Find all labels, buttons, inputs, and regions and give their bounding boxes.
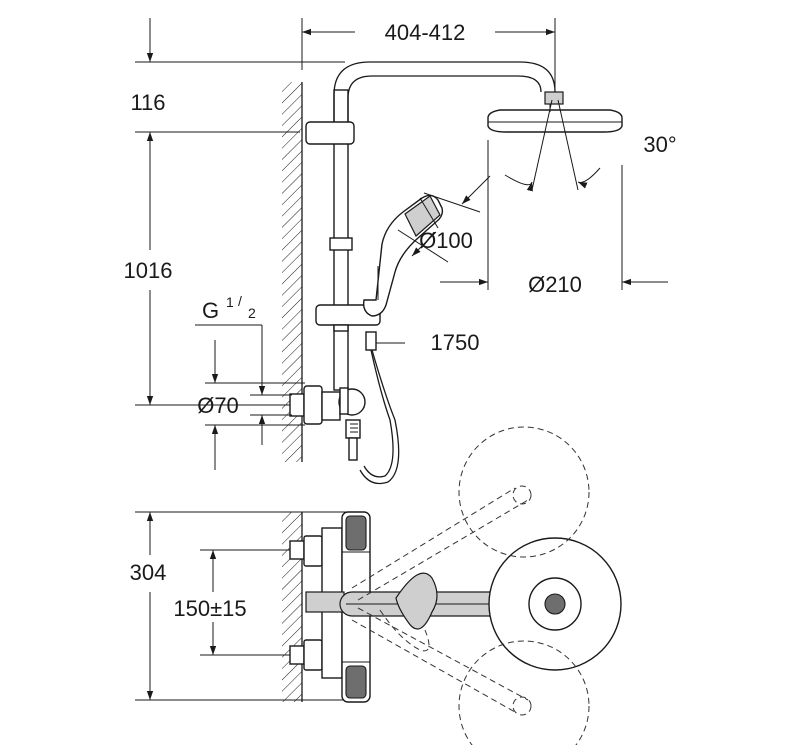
hose-length-label: 1750 bbox=[431, 330, 480, 355]
wall-bracket bbox=[305, 121, 355, 145]
thread-label: G bbox=[202, 298, 219, 323]
offset-top-label: 116 bbox=[130, 90, 165, 115]
angle-label: 30° bbox=[643, 132, 676, 157]
head-shower-side bbox=[487, 91, 623, 133]
thread-denominator: 2 bbox=[248, 305, 256, 321]
thread-numerator: 1 bbox=[226, 294, 234, 310]
rotation-positions bbox=[351, 426, 590, 745]
thread-dimension: G 1 / 2 bbox=[195, 293, 292, 445]
rail-height-label: 1016 bbox=[124, 258, 173, 283]
thermostat-mixer-plan bbox=[289, 511, 371, 703]
hand-diameter-label: Ø100 bbox=[419, 228, 473, 253]
inlet-spacing-dimension: 150±15 bbox=[173, 549, 300, 656]
shower-arm-plan bbox=[339, 537, 622, 671]
mixer-height-label: 304 bbox=[130, 560, 167, 585]
connector-side bbox=[289, 385, 366, 461]
svg-text:/: / bbox=[238, 293, 242, 309]
connector-diameter-label: Ø70 bbox=[197, 393, 239, 418]
angle-dimension: 30° bbox=[504, 99, 677, 192]
connector-diameter-dimension: Ø70 bbox=[197, 340, 305, 470]
head-diameter-dimension: Ø210 bbox=[440, 140, 668, 297]
mixer-height-dimension: 304 bbox=[130, 511, 350, 701]
hose: 1750 bbox=[359, 330, 480, 485]
width-dimension: 404-412 bbox=[301, 16, 556, 92]
width-label: 404-412 bbox=[385, 20, 466, 45]
hand-shower-side: Ø100 bbox=[362, 175, 491, 317]
head-diameter-label: Ø210 bbox=[528, 272, 582, 297]
height-dimensions: 116 1016 bbox=[124, 18, 345, 406]
inlet-spacing-label: 150±15 bbox=[173, 596, 246, 621]
